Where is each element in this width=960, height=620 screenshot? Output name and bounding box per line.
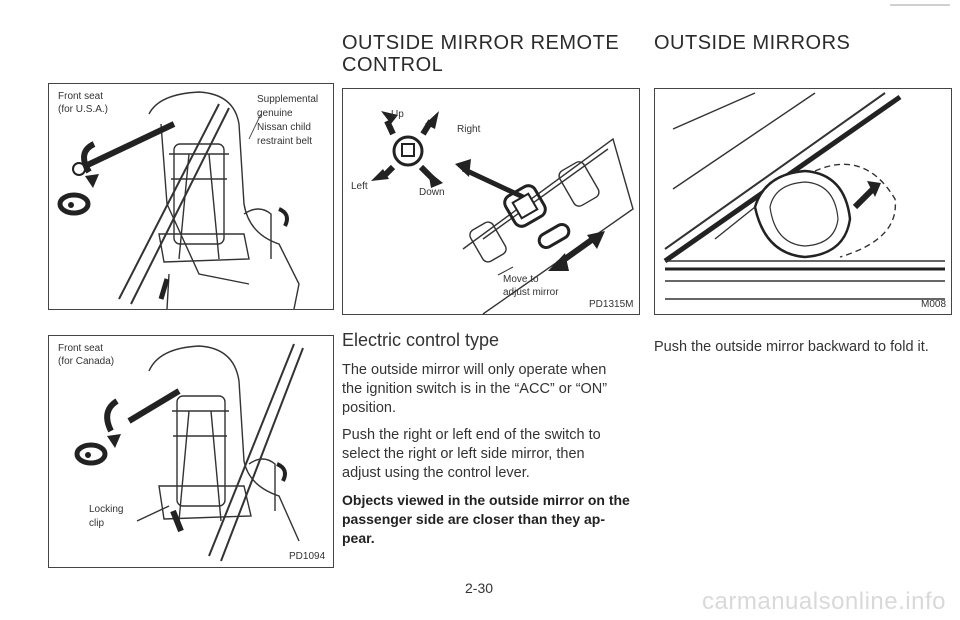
label-adjust-mirror: adjust mirror [503,287,559,298]
mirror-switch-illustration [371,111,634,314]
fold-mirror-instruction: Push the outside mirror backward to fold… [654,339,929,355]
subheading-electric-control: Electric control type [342,330,500,350]
callout-clip: clip [89,518,105,529]
para2-line3: adjust using the control lever. [342,465,530,481]
figure-code: M008 [921,299,947,310]
child-seat-canada-illustration [74,343,304,562]
label-for-usa: (for U.S.A.) [58,104,109,115]
label-left: Left [351,181,368,192]
callout-restraint-belt: restraint belt [257,136,313,147]
warning-line1-text: Objects viewed in the outside mirror on … [342,492,630,508]
label-up: Up [391,109,404,120]
warning-line3: pear. [342,530,375,546]
callout-nissan-child: Nissan child [257,122,311,133]
para1-line1: The outside mirror will only operate whe… [342,362,607,378]
section-title-line1: OUTSIDE MIRROR REMOTE [342,32,620,54]
label-front-seat: Front seat [58,343,104,354]
figure-code: PD1315M [589,299,634,310]
label-front-seat: Front seat [58,91,104,102]
para2-line1: Push the right or left end of the switch… [342,427,601,443]
page-number: 2-30 [465,580,494,596]
watermark: carmanualsonline.info [702,588,946,615]
label-move-to: Move to [503,274,539,285]
para2-line2: select the right or left side mirror, th… [342,446,585,462]
callout-locking: Locking [89,504,124,515]
warning-line2: passenger side are closer than they ap- [342,511,605,527]
section-title-outside-mirrors: OUTSIDE MIRRORS [654,32,851,54]
label-down: Down [419,187,445,198]
callout-genuine: genuine [257,108,293,119]
figure-front-seat-canada: Front seat (for Canada) Locking clip PD1… [48,335,334,568]
label-for-canada: (for Canada) [58,356,115,367]
section-title-line2: CONTROL [342,54,444,76]
figure-mirror-switch: Up Right Left Down Move to adjust mirror… [342,88,640,315]
top-rule [890,4,950,6]
figure-outside-mirror: M008 [654,88,952,315]
label-right: Right [457,124,481,135]
figure-code: PD1094 [289,551,326,562]
outside-mirror-illustration [663,92,945,300]
para1-line2: the ignition switch is in the “ACC” or “… [342,381,608,397]
child-seat-usa-illustration [57,91,300,309]
callout-supplemental: Supplemental [257,94,319,105]
para1-line3: position. [342,400,397,416]
figure-front-seat-usa: Front seat (for U.S.A.) Supplemental gen… [48,83,334,310]
